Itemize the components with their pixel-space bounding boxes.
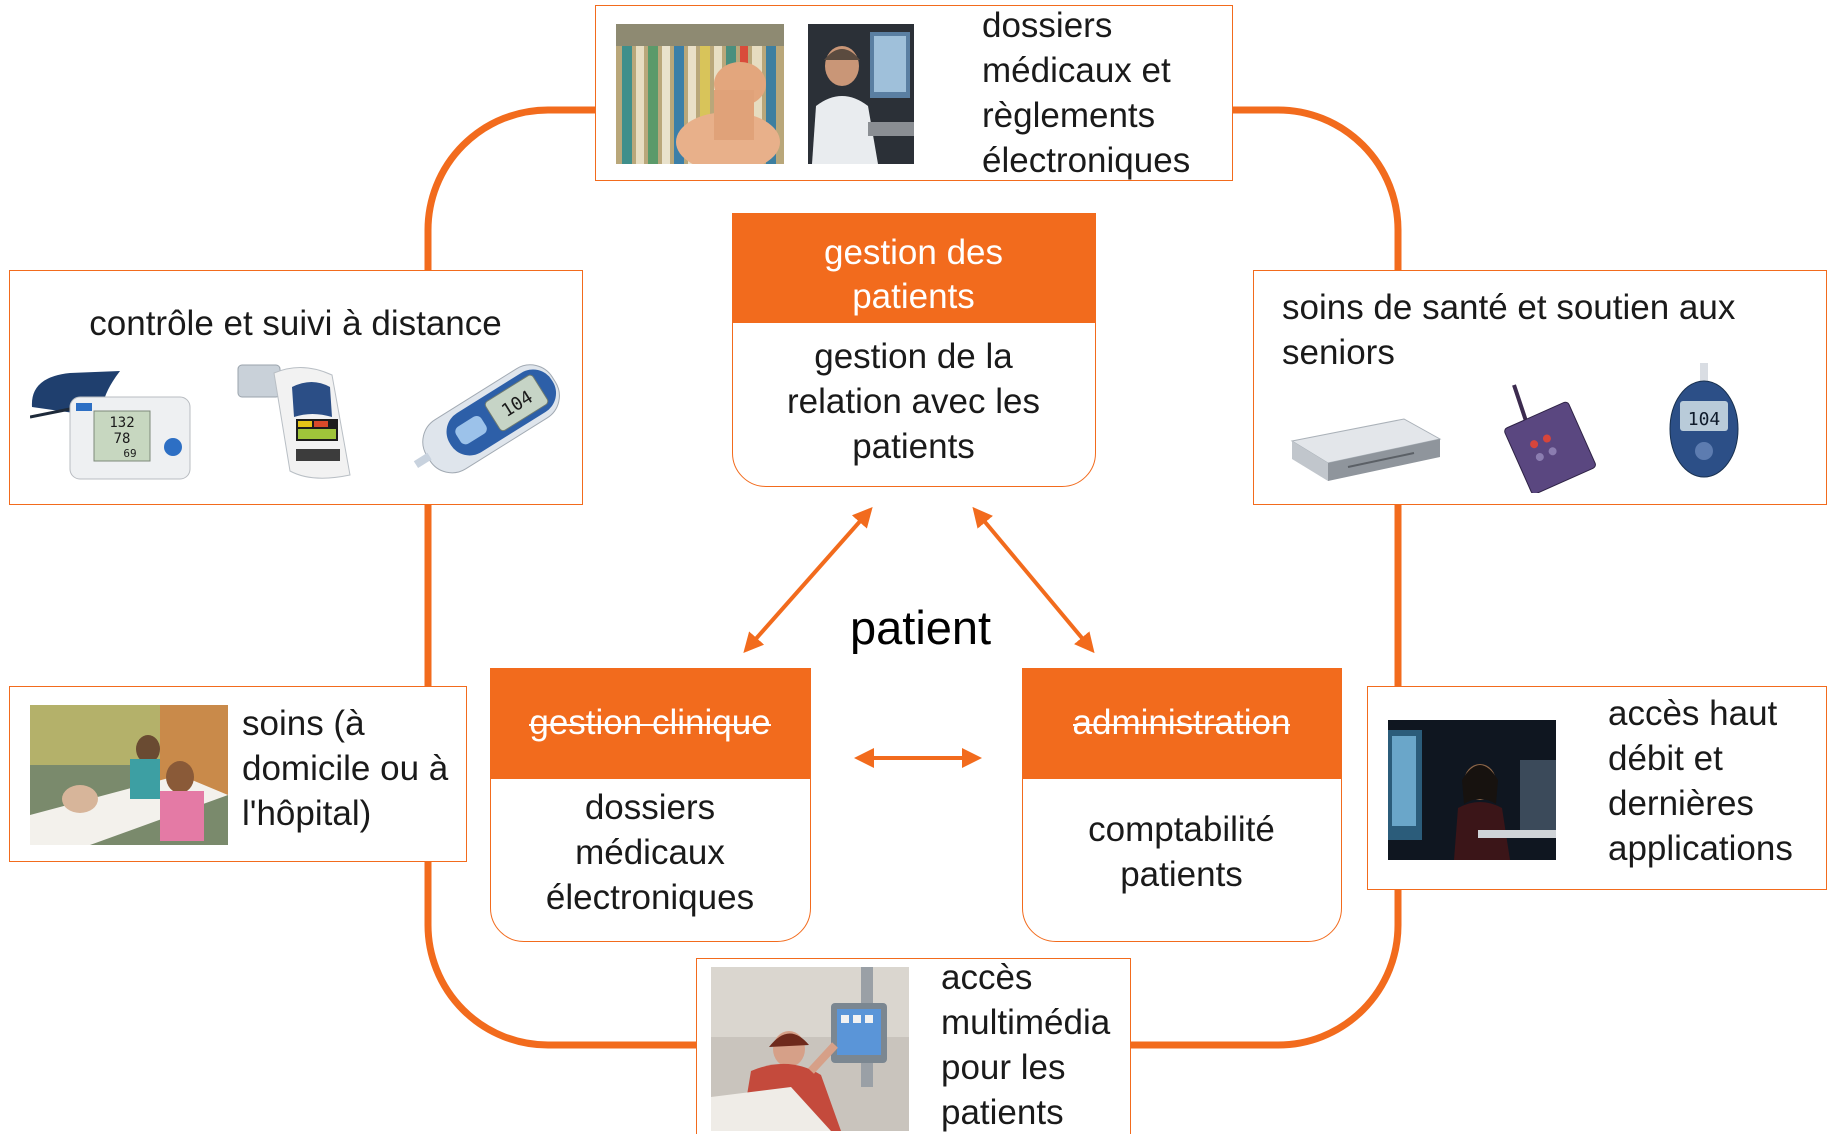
patient-management-description-text: gestion de la relation avec les patients: [787, 337, 1040, 466]
broadband-label: accès haut débit et dernières applicatio…: [1608, 694, 1793, 868]
service-senior-care: soins de santé et soutien aux seniors 1: [1253, 270, 1827, 505]
service-remote-monitoring: contrôle et suivi à distance 132 78 69: [9, 270, 583, 505]
set-top-box-photo: [1284, 411, 1444, 486]
remote-monitoring-label: contrôle et suivi à distance: [89, 304, 502, 343]
alarm-pendant-photo: [1492, 381, 1602, 493]
file-cabinet-photo: [616, 24, 784, 164]
clinical-management-description: dossiers médicaux électroniques: [491, 785, 809, 920]
service-multimedia: accès multimédia pour les patients: [696, 958, 1131, 1134]
arrow-patient-administration: [972, 506, 1095, 654]
patient-management-description: gestion de la relation avec les patients: [733, 334, 1094, 469]
service-broadband: accès haut débit et dernières applicatio…: [1367, 686, 1827, 890]
clinical-management-header: gestion clinique: [489, 667, 811, 779]
senior-care-label: soins de santé et soutien aux seniors: [1282, 288, 1736, 372]
patient-management-header: gestion des patients: [731, 212, 1096, 323]
service-medical-records: dossiers médicaux et règlements électron…: [595, 5, 1233, 181]
bp-pulse-readout: 69: [123, 447, 136, 460]
care-label: soins (à domicile ou à l'hôpital): [242, 704, 449, 833]
blood-pressure-monitor-photo: 132 78 69: [30, 357, 198, 481]
medical-records-label: dossiers médicaux et règlements électron…: [982, 6, 1191, 180]
glucose-meter-photo-2: 104: [1664, 361, 1744, 481]
patient-label: patient: [850, 601, 992, 654]
multimedia-label: accès multimédia pour les patients: [941, 958, 1111, 1132]
bp-systolic-readout: 132: [109, 415, 134, 431]
service-care: soins (à domicile ou à l'hôpital): [9, 686, 467, 862]
doctor-computer-photo: [808, 24, 914, 164]
clinical-management-title: gestion clinique: [529, 701, 771, 745]
bp-diastolic-readout: 78: [114, 431, 131, 447]
glucose-meter-photo: 104: [400, 349, 568, 479]
peak-flow-meter-photo: [232, 357, 372, 481]
module-patient-management: gestion des patients gestion de la relat…: [731, 212, 1096, 487]
clinical-management-description-text: dossiers médicaux électroniques: [545, 788, 755, 917]
administration-title: administration: [1072, 701, 1290, 745]
glucose-readout-2: 104: [1688, 409, 1721, 430]
woman-at-computer-photo: [1388, 720, 1556, 860]
module-clinical-management: gestion clinique dossiers médicaux élect…: [489, 667, 811, 942]
administration-description-text: comptabilité patients: [1088, 810, 1275, 894]
administration-header: administration: [1021, 667, 1342, 779]
patient-bedside-terminal-photo: [711, 967, 909, 1131]
patient-management-title: gestion des patients: [823, 232, 1004, 316]
arrow-patient-clinical: [743, 507, 873, 653]
module-administration: administration comptabilité patients: [1021, 667, 1342, 942]
administration-description: comptabilité patients: [1023, 807, 1340, 897]
hospital-stretcher-photo: [30, 705, 228, 845]
